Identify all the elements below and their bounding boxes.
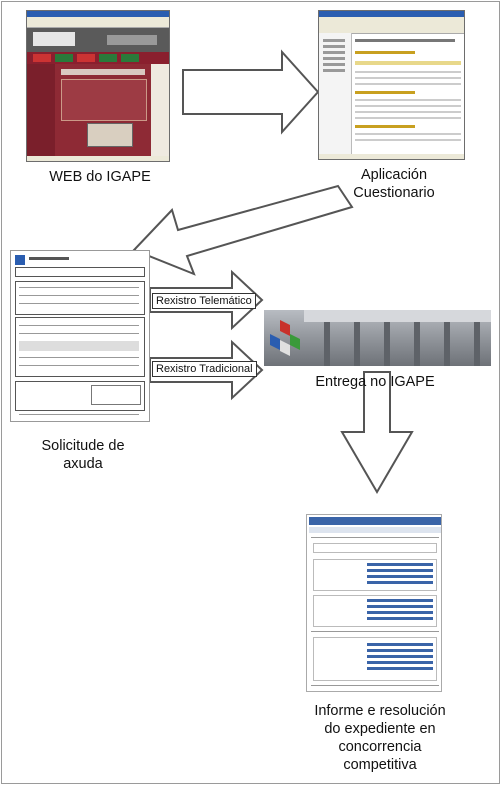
entrega-igape-photo xyxy=(264,310,491,366)
caption-solicitude-line2: axuda xyxy=(63,456,103,472)
informe-document xyxy=(306,514,442,692)
caption-app-line2: Cuestionario xyxy=(353,185,435,201)
caption-web-igape: WEB do IGAPE xyxy=(20,168,180,186)
caption-app-line1: Aplicación xyxy=(360,167,428,183)
arrow-down-to-informe xyxy=(340,371,414,494)
web-igape-screenshot xyxy=(26,10,170,162)
caption-informe-line4: competitiva xyxy=(343,757,417,773)
caption-informe-line3: concorrencia xyxy=(338,739,422,755)
caption-solicitude-line1: Solicitude de xyxy=(41,438,125,454)
arrow-web-to-app xyxy=(182,49,320,135)
caption-web-text: WEB do IGAPE xyxy=(49,169,151,185)
caption-aplicacion-cuestionario: Aplicación Cuestionario xyxy=(320,166,468,202)
label-rexistro-tradicional: Rexistro Tradicional xyxy=(152,361,257,377)
caption-entrega-text: Entrega no IGAPE xyxy=(315,374,435,390)
solicitude-document xyxy=(10,250,150,422)
igape-logo-icon xyxy=(270,320,300,356)
caption-informe-line1: Informe e resolución xyxy=(314,703,446,719)
arrow-app-to-solicitude xyxy=(132,184,354,276)
caption-entrega-igape: Entrega no IGAPE xyxy=(290,373,460,391)
caption-informe: Informe e resolución do expediente en co… xyxy=(300,702,460,774)
app-cuestionario-screenshot xyxy=(318,10,465,160)
label-rexistro-telematico: Rexistro Telemático xyxy=(152,293,256,309)
caption-informe-line2: do expediente en xyxy=(324,721,436,737)
caption-solicitude: Solicitude de axuda xyxy=(18,437,148,473)
